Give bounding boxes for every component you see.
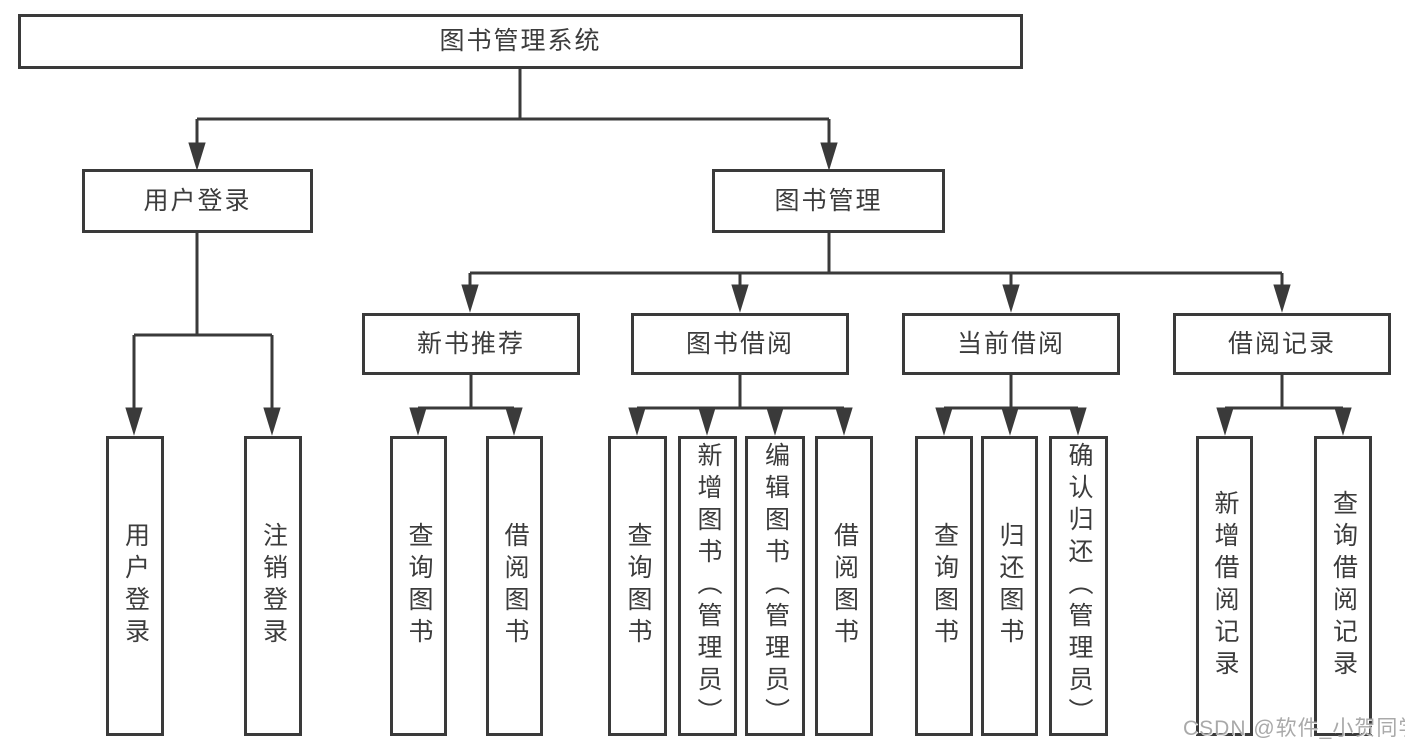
- leaf-query-books-recommend: 查询图书: [390, 436, 447, 736]
- node-book-borrowing: 图书借阅: [631, 313, 849, 375]
- arrowhead-icons: [125, 142, 1352, 436]
- leaf-return-books: 归还图书: [981, 436, 1038, 736]
- node-user-login: 用户登录: [82, 169, 313, 233]
- node-book-management: 图书管理: [712, 169, 945, 233]
- node-borrowing-records: 借阅记录: [1173, 313, 1391, 375]
- leaf-query-borrow-record: 查询借阅记录: [1314, 436, 1372, 736]
- leaf-borrow-books: 借阅图书: [815, 436, 873, 736]
- node-new-book-recommend: 新书推荐: [362, 313, 580, 375]
- leaf-user-login: 用户登录: [106, 436, 164, 736]
- leaf-logout: 注销登录: [244, 436, 302, 736]
- leaf-edit-books-admin: 编辑图书（管理员）: [745, 436, 805, 736]
- leaf-query-books-borrow: 查询图书: [608, 436, 667, 736]
- node-current-borrowing: 当前借阅: [902, 313, 1120, 375]
- leaf-query-books-current: 查询图书: [915, 436, 973, 736]
- leaf-add-borrow-record: 新增借阅记录: [1196, 436, 1253, 736]
- leaf-confirm-return-admin: 确认归还（管理员）: [1049, 436, 1108, 736]
- leaf-add-books-admin: 新增图书（管理员）: [678, 436, 737, 736]
- leaf-borrow-books-recommend: 借阅图书: [486, 436, 543, 736]
- csdn-watermark: CSDN @软件_小贺同学: [1183, 717, 1405, 740]
- node-library-system: 图书管理系统: [18, 14, 1023, 69]
